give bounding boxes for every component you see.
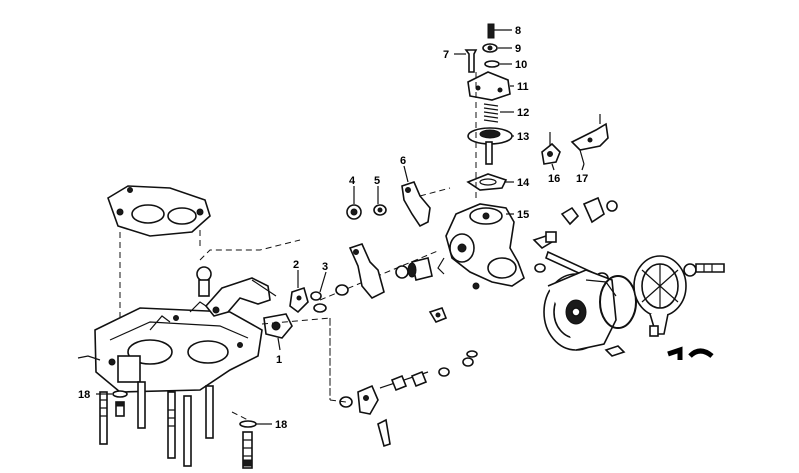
clip-part-9: [482, 43, 498, 53]
callout-labels: 1 2 3 4 5 6 7 8 9 10 11 12 13 14 15 16 1…: [78, 25, 588, 431]
small-bolt-left: [196, 266, 212, 297]
part-16: [541, 132, 561, 165]
callout-18-left: 18: [78, 389, 90, 401]
pump-housing-part-15: [437, 203, 525, 290]
o-ring: [599, 275, 637, 329]
throttle-lever: [204, 277, 277, 317]
washer-bottom-1: [339, 396, 353, 408]
callout-7: 7: [443, 49, 449, 61]
link-rod-bottom: [379, 370, 429, 392]
diaphragm-part-13: [467, 127, 513, 165]
clip-small-right: [560, 196, 618, 226]
callout-8: 8: [515, 25, 521, 37]
lever-bottom: [357, 384, 379, 415]
lever-part-1: [263, 313, 293, 339]
spring-part-12: [483, 103, 499, 123]
screw-18-left: [112, 390, 128, 417]
lever-part-6: [401, 181, 431, 228]
callout-1: 1: [276, 354, 282, 366]
screw-18-right: [239, 420, 257, 469]
callout-2: 2: [293, 259, 299, 271]
figure-number-fragment: [667, 346, 714, 360]
lever-part-2: [289, 286, 309, 314]
callout-12: 12: [517, 107, 529, 119]
callout-17: 17: [576, 173, 588, 185]
screw-right-1: [532, 231, 557, 250]
callout-6: 6: [400, 155, 406, 167]
leader-lines: [96, 29, 585, 425]
callout-4: 4: [349, 175, 356, 187]
manifold-flange: [107, 185, 211, 237]
mounting-studs: [99, 381, 214, 467]
ring-part-10: [484, 60, 500, 68]
washer-part-3: [310, 291, 327, 313]
pin-bottom: [377, 418, 391, 448]
bolt-far-right: [683, 263, 725, 277]
callout-15: 15: [517, 209, 529, 221]
bracket-small-mid: [428, 307, 448, 323]
bushing-middle: [395, 257, 433, 281]
callout-3: 3: [322, 261, 328, 273]
cover-part-11: [467, 71, 511, 101]
washer-middle: [335, 284, 349, 296]
callout-10: 10: [515, 59, 527, 71]
pin-part-8: [487, 23, 495, 39]
callout-9: 9: [515, 43, 521, 55]
nut-part-4: [346, 204, 362, 220]
washer-right: [534, 263, 546, 273]
nipple-bottom-right: [604, 345, 626, 357]
callout-16: 16: [548, 173, 560, 185]
pump-cover: [543, 269, 617, 351]
callout-13: 13: [517, 131, 529, 143]
carburetor-body: [77, 301, 263, 393]
washer-bottom-2: [438, 367, 450, 377]
bracket-part-17: [570, 114, 609, 165]
callout-5: 5: [374, 175, 380, 187]
pump-diaphragm-disc: [633, 255, 687, 337]
screw-part-7: [464, 49, 478, 73]
washer-part-5: [373, 204, 387, 216]
link-lever-middle: [348, 243, 385, 299]
washer-bottom-3: [462, 350, 478, 367]
gasket-part-14: [466, 173, 508, 191]
callout-18-right: 18: [275, 419, 287, 431]
callout-14: 14: [517, 177, 530, 189]
callout-11: 11: [517, 81, 529, 93]
